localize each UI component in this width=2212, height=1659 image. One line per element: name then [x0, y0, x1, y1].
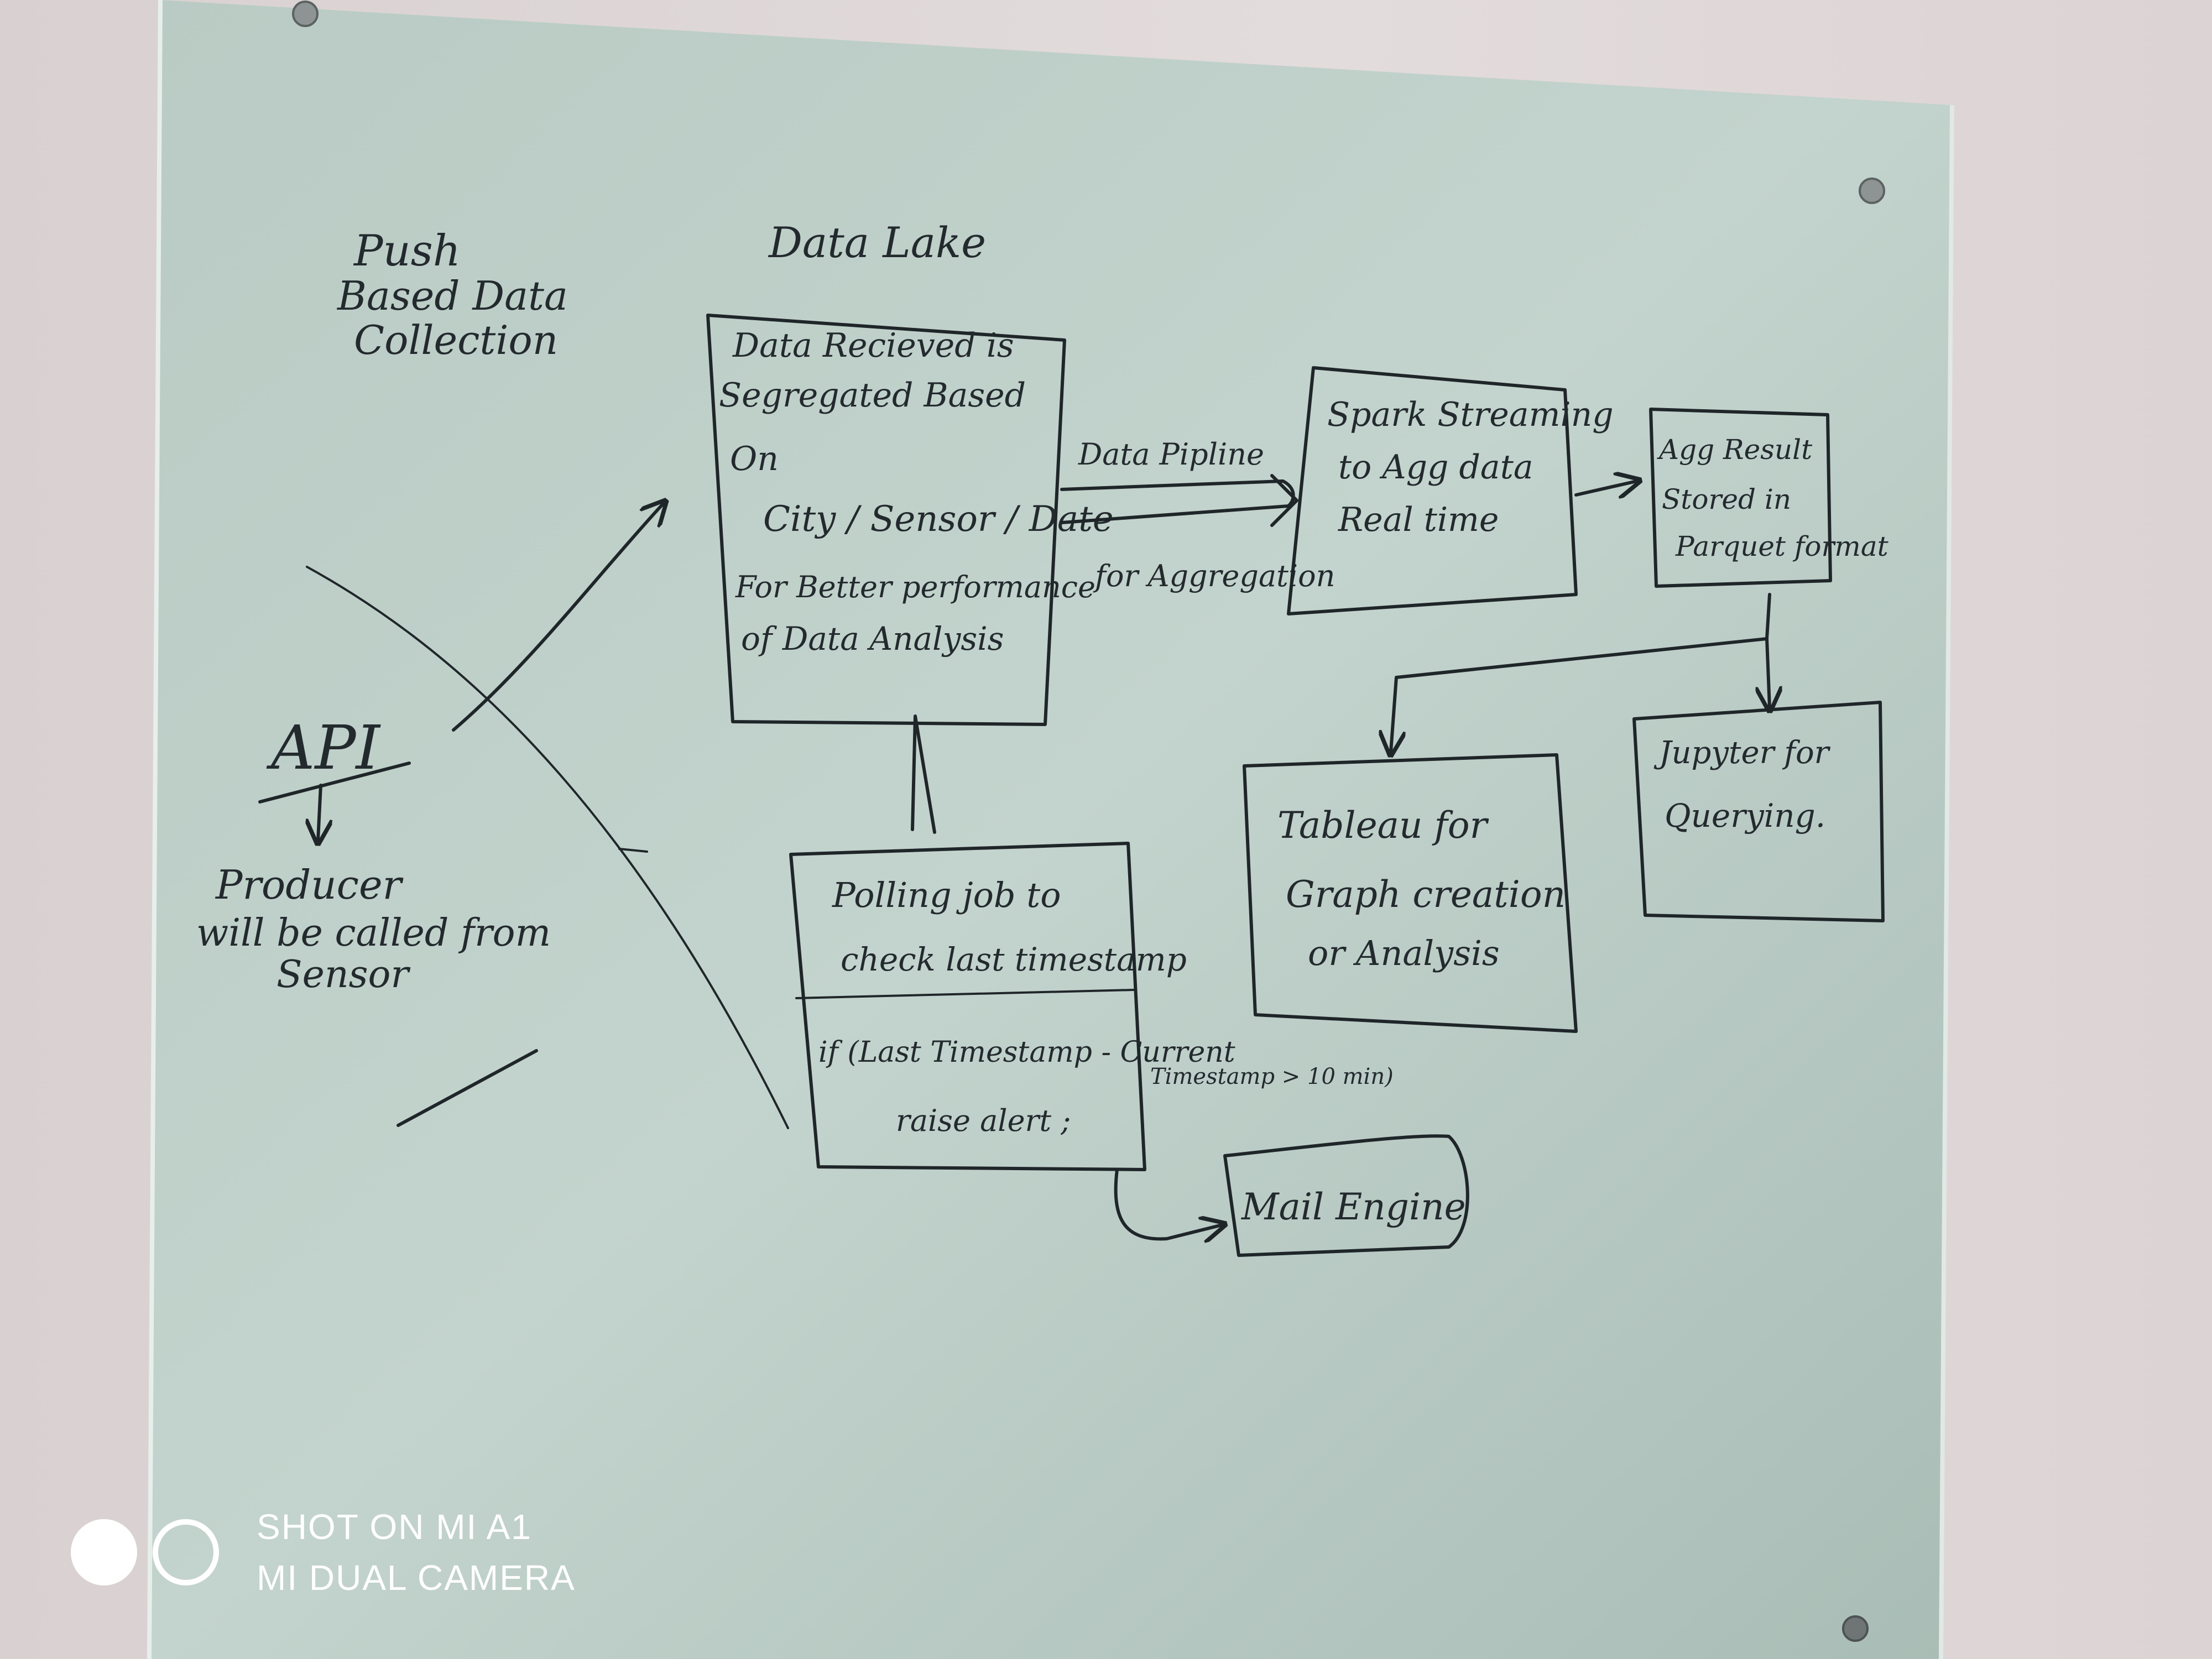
spark-line-1: Spark Streaming	[1327, 395, 1614, 434]
mail-engine-box	[1223, 1134, 1469, 1257]
parquet-line-3: Parquet format	[1675, 530, 1889, 562]
lake-line-1: Data Recieved is	[732, 326, 1014, 365]
aggregation-label: for Aggregation	[1093, 559, 1335, 593]
polling-line-5: raise alert ;	[896, 1103, 1071, 1138]
polling-line-4: Timestamp > 10 min)	[1150, 1064, 1394, 1089]
watermark-line-1: SHOT ON MI A1	[257, 1507, 532, 1547]
data-lake-box	[706, 314, 1066, 726]
stray-mark	[397, 1049, 538, 1127]
lake-line-6: of Data Analysis	[741, 620, 1004, 658]
spark-line-2: to Agg data	[1338, 448, 1533, 487]
camera-watermark: SHOT ON MI A1 MI DUAL CAMERA	[71, 1501, 576, 1603]
branch-to-tableau	[1391, 593, 1771, 752]
glass-board	[149, 0, 1952, 1659]
push-title-line1: Push	[353, 226, 461, 276]
polling-box	[789, 842, 1146, 1171]
push-title-line2: Based Data	[336, 273, 568, 319]
tableau-line-3: or Analysis	[1308, 933, 1500, 973]
polling-divider	[795, 989, 1135, 999]
tableau-line-2: Graph creation	[1286, 873, 1566, 916]
spark-to-parquet-arrow	[1574, 481, 1637, 495]
api-down-arrow	[318, 784, 321, 841]
watermark-text: SHOT ON MI A1 MI DUAL CAMERA	[257, 1501, 576, 1603]
board-left-edge	[147, 0, 163, 1659]
branch-to-jupyter	[1767, 637, 1770, 708]
tableau-line-1: Tableau for	[1277, 804, 1489, 847]
api-to-lake-arrow	[452, 503, 664, 732]
board-right-edge	[1939, 105, 1954, 1659]
lake-line-5: For Better performance	[735, 570, 1095, 604]
divider-curve	[306, 566, 789, 1129]
polling-line-2: check last timestamp	[841, 941, 1187, 978]
screw-top-right	[1859, 178, 1885, 204]
lake-line-3: On	[730, 440, 779, 478]
lake-line-4: City / Sensor / Date	[763, 499, 1114, 540]
polling-up-arrow	[911, 714, 936, 834]
lake-line-2: Segregated Based	[719, 376, 1026, 415]
pipeline-label: Data Pipline	[1078, 437, 1264, 472]
api-label: API	[266, 712, 381, 783]
divider-tick	[618, 848, 648, 853]
parquet-line-1: Agg Result	[1657, 434, 1813, 466]
jupyter-box	[1632, 701, 1885, 922]
pipeline-arrow	[1060, 479, 1295, 524]
mail-engine-label: Mail Engine	[1241, 1186, 1466, 1228]
polling-line-1: Polling job to	[832, 875, 1061, 915]
parquet-box	[1649, 408, 1832, 588]
tableau-box	[1243, 753, 1578, 1033]
producer-line-2: will be called from	[196, 911, 551, 955]
watermark-dot-filled-icon	[71, 1519, 137, 1585]
jupyter-line-2: Querying.	[1665, 797, 1825, 834]
producer-line-1: Producer	[215, 862, 404, 908]
pipeline-arrow-head	[1270, 474, 1298, 527]
data-lake-label: Data Lake	[768, 218, 986, 267]
screw-top-left	[292, 1, 319, 27]
jupyter-line-1: Jupyter for	[1653, 735, 1831, 771]
parquet-line-2: Stored in	[1662, 483, 1791, 515]
push-title-line3: Collection	[354, 317, 558, 363]
producer-line-3: Sensor	[276, 953, 410, 997]
spark-line-3: Real time	[1338, 500, 1499, 539]
api-underline	[258, 761, 411, 804]
polling-to-mail-arrow	[1114, 1168, 1222, 1239]
polling-line-3: if (Last Timestamp - Current	[818, 1036, 1235, 1069]
watermark-line-2: MI DUAL CAMERA	[257, 1558, 576, 1598]
spark-box	[1287, 366, 1578, 615]
watermark-dot-ring-icon	[153, 1519, 219, 1585]
screw-bottom-right	[1842, 1615, 1869, 1642]
